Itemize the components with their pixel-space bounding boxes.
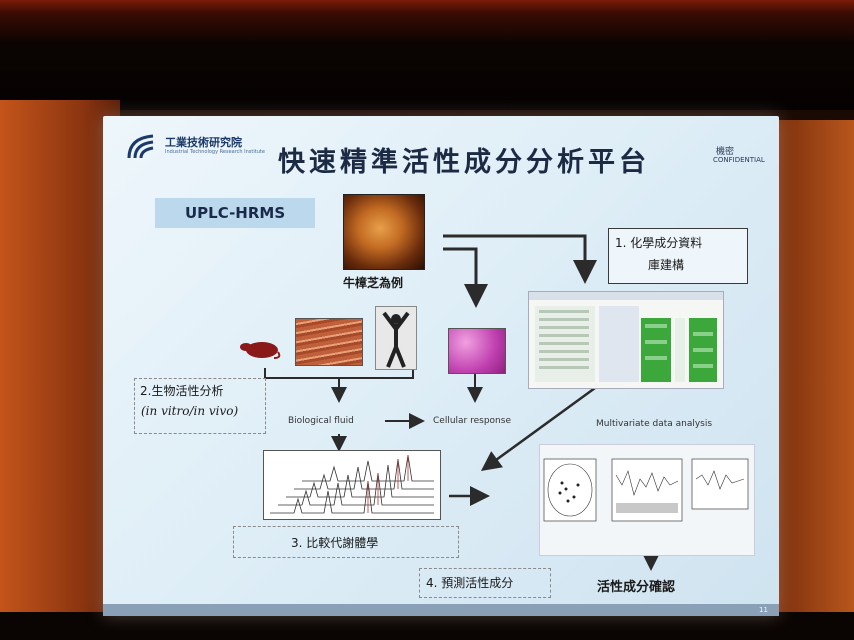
step1-box [608, 228, 748, 284]
spectra-stack-plot [263, 450, 441, 520]
uplc-hrms-label: UPLC-HRMS [155, 198, 315, 228]
projector-left-wall [0, 100, 120, 640]
database-screenshot [528, 291, 724, 389]
step2-box [134, 378, 266, 434]
biological-fluid-label: Biological fluid [288, 416, 354, 426]
projector-top-dark-area [0, 0, 854, 110]
step1-label-line2: 庫建構 [648, 258, 685, 272]
projector-right-wall [764, 120, 854, 640]
org-name: 工業技術研究院 [165, 136, 242, 149]
confidential-label: 機密 [716, 147, 735, 157]
page-number: 11 [759, 606, 768, 614]
step2-label-line1: 2.生物活性分析 [140, 384, 224, 398]
multivariate-analysis-plots [539, 444, 755, 556]
step4-box [419, 568, 551, 598]
sample-label: 牛樟芝為例 [343, 276, 404, 290]
step3-label: 3. 比較代謝體學 [291, 536, 379, 550]
step3-box [233, 526, 459, 558]
flow-arrows [264, 234, 661, 571]
step4-label: 4. 預測活性成分 [426, 576, 514, 590]
slide-footer-bar [103, 604, 779, 616]
tissue-image [295, 318, 363, 366]
itri-logo-icon [127, 134, 154, 159]
antrodia-sample-image [343, 194, 425, 270]
confidential-label-en: CONFIDENTIAL [713, 156, 765, 164]
projector-bottom-dark-area [0, 612, 854, 640]
cell-image [448, 328, 506, 374]
rat-icon [240, 342, 281, 359]
active-compound-confirmation: 活性成分確認 [597, 580, 676, 595]
cellular-response-label: Cellular response [433, 416, 511, 426]
slide-title: 快速精準活性成分分析平台 [278, 147, 650, 178]
multivariate-analysis-label: Multivariate data analysis [596, 419, 713, 429]
org-subtitle: Industrial Technology Research Institute [165, 149, 265, 155]
human-icon [375, 306, 417, 370]
step2-label-line2: (in vitro/in vivo) [141, 404, 239, 418]
step1-label-line1: 1. 化學成分資料 [615, 236, 703, 250]
presentation-slide: 工業技術研究院 Industrial Technology Research I… [103, 116, 779, 616]
